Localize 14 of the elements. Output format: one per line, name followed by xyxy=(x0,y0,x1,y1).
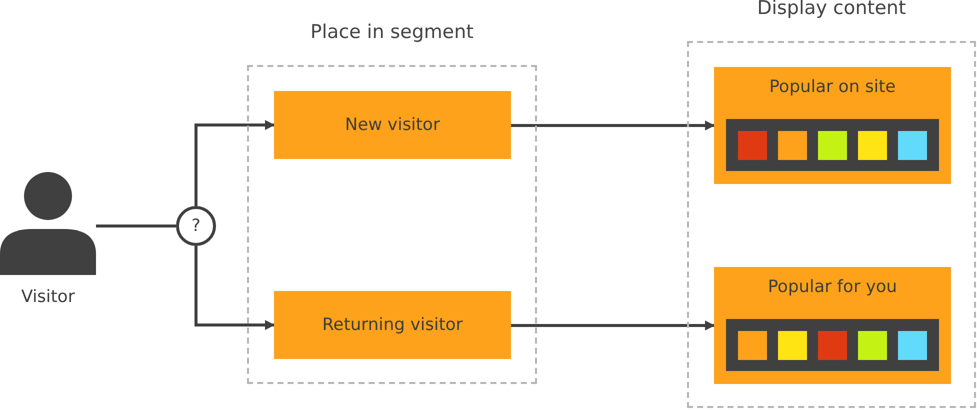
arrow xyxy=(511,320,715,330)
decision-circle: ? xyxy=(176,206,216,246)
person-label: Visitor xyxy=(21,287,75,307)
panel-title: Popular on site xyxy=(769,77,896,99)
arrow xyxy=(511,120,715,130)
panel-title: Popular for you xyxy=(768,277,898,299)
arrow xyxy=(194,246,275,330)
group-title: Place in segment xyxy=(309,21,475,43)
segment-box: Returning visitor xyxy=(274,291,511,359)
connector-line xyxy=(96,224,176,228)
segment-box: New visitor xyxy=(274,91,511,159)
content-panel xyxy=(714,267,951,384)
content-panel xyxy=(714,67,951,184)
arrow xyxy=(194,120,275,206)
